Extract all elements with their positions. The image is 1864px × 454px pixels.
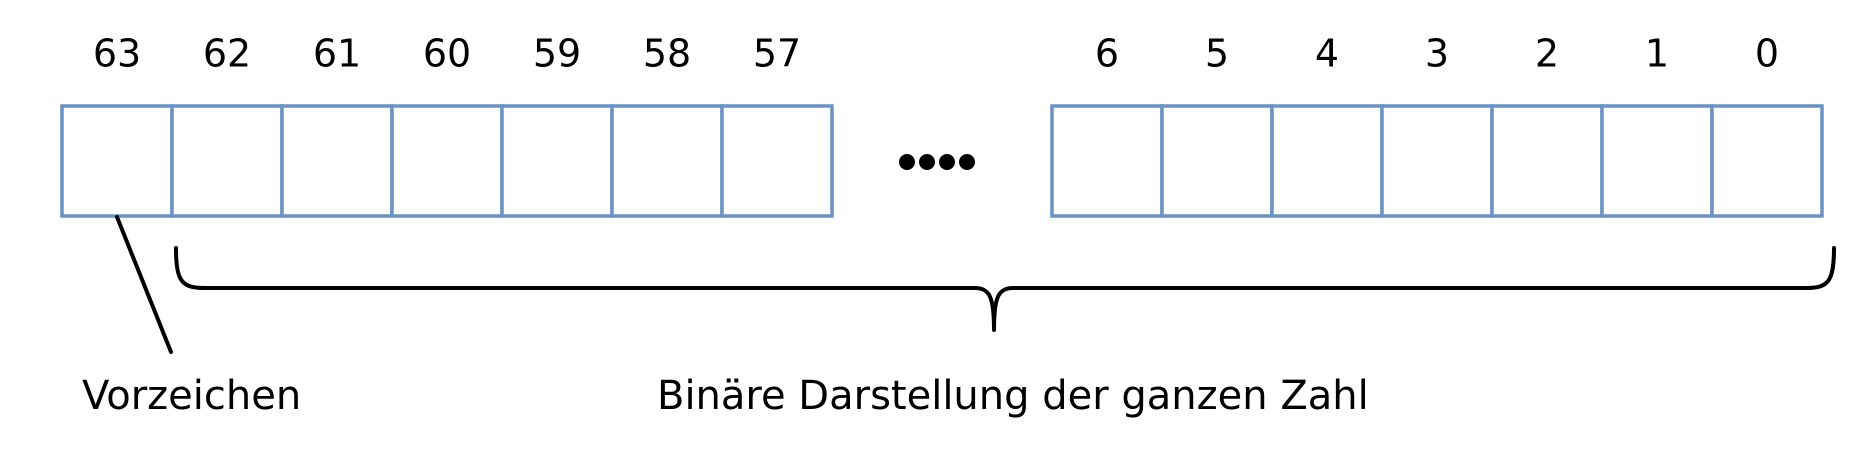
bit-label-59: 59 xyxy=(533,32,581,76)
bit-label-6: 6 xyxy=(1095,32,1119,76)
bit-cell-63 xyxy=(60,104,174,218)
sign-pointer-icon xyxy=(115,215,173,354)
bit-label-61: 61 xyxy=(313,32,361,76)
bit-label-2: 2 xyxy=(1535,32,1559,76)
bit-cell-60 xyxy=(390,104,504,218)
bit-cell-4 xyxy=(1270,104,1384,218)
left-bit-cells xyxy=(60,104,834,218)
bit-cell-62 xyxy=(170,104,284,218)
bit-label-4: 4 xyxy=(1315,32,1339,76)
bit-label-1: 1 xyxy=(1645,32,1669,76)
bit-cell-1 xyxy=(1600,104,1714,218)
bit-label-58: 58 xyxy=(643,32,691,76)
bit-cell-2 xyxy=(1490,104,1604,218)
bit-label-60: 60 xyxy=(423,32,471,76)
ellipsis-dot xyxy=(959,154,975,170)
bit-label-5: 5 xyxy=(1205,32,1229,76)
bit-label-63: 63 xyxy=(93,32,141,76)
bit-label-0: 0 xyxy=(1755,32,1779,76)
right-bit-cells xyxy=(1050,104,1824,218)
bit-cell-61 xyxy=(280,104,394,218)
bit-cell-58 xyxy=(610,104,724,218)
ellipsis-dot xyxy=(899,154,915,170)
bit-cell-6 xyxy=(1050,104,1164,218)
bit-cell-0 xyxy=(1710,104,1824,218)
ellipsis-dot xyxy=(919,154,935,170)
bit-cell-3 xyxy=(1380,104,1494,218)
bit-cell-59 xyxy=(500,104,614,218)
ellipsis-dot xyxy=(939,154,955,170)
sign-caption: Vorzeichen xyxy=(82,373,301,419)
bit-cell-57 xyxy=(720,104,834,218)
curly-brace-icon xyxy=(174,246,1836,332)
bit-label-62: 62 xyxy=(203,32,251,76)
left-bit-labels: 63 62 61 60 59 58 57 xyxy=(93,32,801,76)
bit-cell-5 xyxy=(1160,104,1274,218)
bit-label-3: 3 xyxy=(1425,32,1449,76)
bit-label-57: 57 xyxy=(753,32,801,76)
right-bit-labels: 6 5 4 3 2 1 0 xyxy=(1095,32,1779,76)
value-caption: Binäre Darstellung der ganzen Zahl xyxy=(657,373,1369,419)
ellipsis-icon xyxy=(899,154,975,170)
